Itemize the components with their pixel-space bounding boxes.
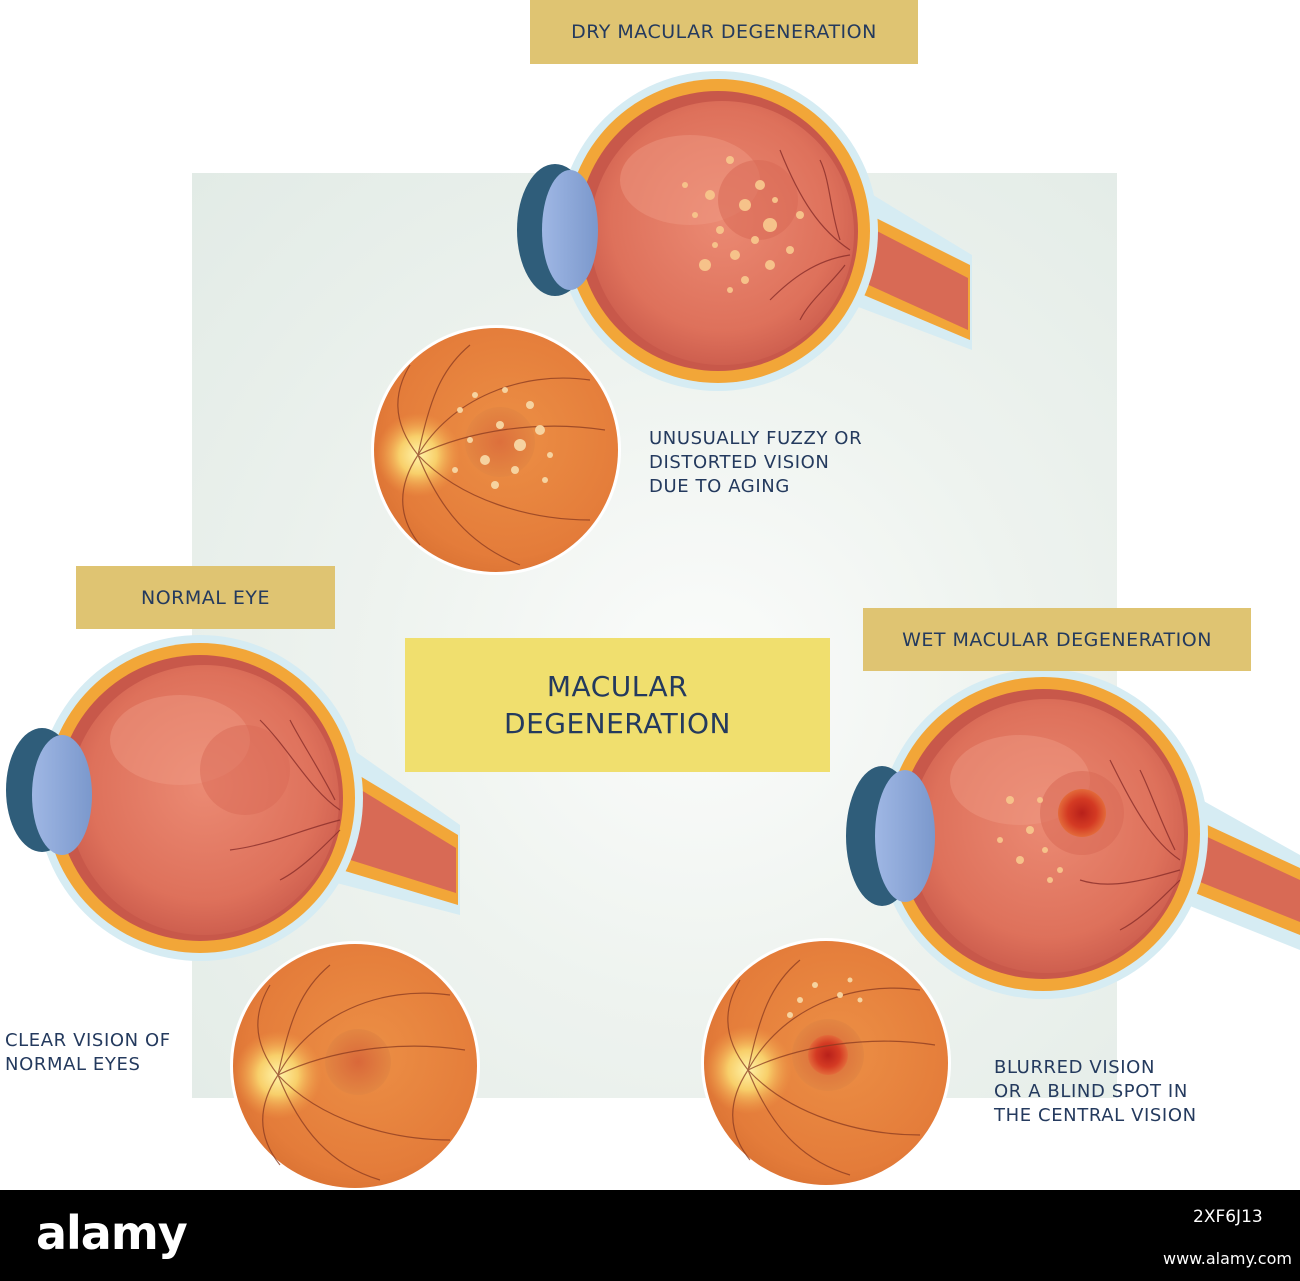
wet-description-line: OR A BLIND SPOT IN — [994, 1081, 1188, 1102]
alamy-logo: alamy — [36, 1206, 188, 1260]
wet-eye-fundus — [701, 938, 951, 1188]
main-title-line-1: MACULAR — [546, 670, 689, 703]
dry-eye-cross-section — [517, 71, 972, 391]
normal-description-line: NORMAL EYES — [5, 1054, 141, 1075]
wet-fundus-drusen — [787, 977, 863, 1018]
dry-eye-fundus — [371, 325, 621, 575]
normal-eye-cross-section — [6, 635, 460, 961]
normal-description: CLEAR VISION OF NORMAL EYES — [5, 1029, 171, 1077]
main-title: MACULAR DEGENERATION — [405, 638, 830, 772]
normal-description-line: CLEAR VISION OF — [5, 1030, 171, 1051]
footer-url[interactable]: www.alamy.com — [1163, 1249, 1292, 1268]
wet-description-line: BLURRED VISION — [994, 1057, 1156, 1078]
wet-eye-cross-section — [846, 669, 1300, 999]
dry-description-line: UNUSUALLY FUZZY OR — [649, 428, 863, 449]
dry-description-line: DISTORTED VISION — [649, 452, 830, 473]
dry-fundus-drusen — [452, 387, 553, 489]
dry-description-line: DUE TO AGING — [649, 476, 790, 497]
image-id: 2XF6J13 — [1193, 1207, 1263, 1227]
diagram: DRY MACULAR DEGENERATION NORMAL EYE WET … — [5, 0, 1300, 1190]
dry-macular-degeneration-label: DRY MACULAR DEGENERATION — [530, 0, 918, 64]
main-title-line-2: DEGENERATION — [504, 707, 731, 740]
dry-description: UNUSUALLY FUZZY OR DISTORTED VISION DUE … — [649, 427, 862, 499]
wet-eye-drusen — [997, 796, 1063, 883]
footer-bar — [0, 1190, 1300, 1281]
wet-description: BLURRED VISION OR A BLIND SPOT IN THE CE… — [994, 1056, 1197, 1128]
wet-macular-degeneration-label: WET MACULAR DEGENERATION — [863, 608, 1251, 671]
normal-eye-fundus — [230, 941, 480, 1190]
dry-eye-drusen — [682, 156, 804, 293]
illustration — [6, 71, 1300, 1190]
normal-eye-label: NORMAL EYE — [76, 566, 335, 629]
wet-description-line: THE CENTRAL VISION — [994, 1105, 1197, 1126]
